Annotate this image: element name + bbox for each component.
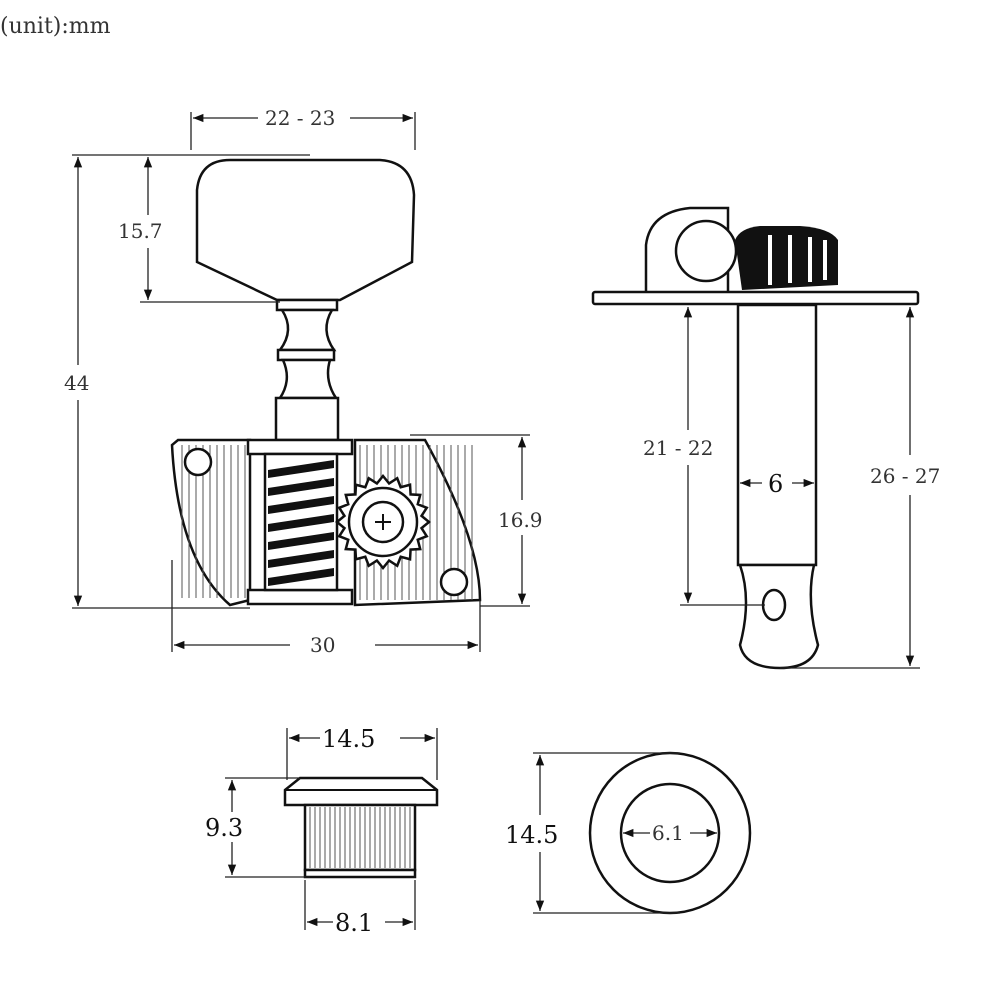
tuner-post bbox=[736, 303, 818, 567]
tuner-front-view: 22 - 23 15.7 44 16.9 30 bbox=[64, 106, 543, 657]
bushing-view: 14.5 9.3 8.1 bbox=[205, 725, 439, 937]
knob-width-label: 22 - 23 bbox=[265, 106, 335, 130]
washer-inner-diameter-label: 6.1 bbox=[652, 821, 684, 845]
housing-width-label: 30 bbox=[310, 633, 335, 657]
washer-inner bbox=[619, 782, 721, 884]
knob-height-label: 15.7 bbox=[118, 219, 163, 243]
washer-outer-diameter-label: 14.5 bbox=[505, 821, 558, 849]
housing-height-label: 16.9 bbox=[498, 508, 543, 532]
side-plate bbox=[591, 290, 920, 306]
total-height-label: 44 bbox=[64, 371, 89, 395]
mounting-hole bbox=[439, 567, 469, 597]
bushing-flange bbox=[283, 776, 439, 807]
washer-view: 14.5 6.1 bbox=[505, 751, 752, 915]
tuner-side-view: 21 - 22 6 26 - 27 bbox=[591, 206, 940, 670]
side-worm-gear bbox=[735, 226, 838, 290]
knob-collar bbox=[275, 298, 339, 312]
bushing-body-diameter-label: 8.1 bbox=[335, 909, 373, 937]
post-length-label: 21 - 22 bbox=[643, 436, 713, 460]
post-total-label: 26 - 27 bbox=[870, 464, 940, 488]
tuner-shaft bbox=[274, 396, 340, 442]
post-diameter-label: 6 bbox=[768, 470, 783, 498]
mounting-hole bbox=[183, 447, 213, 477]
bushing-height-label: 9.3 bbox=[205, 814, 243, 842]
string-hole bbox=[761, 588, 787, 622]
unit-label: (unit):mm bbox=[0, 14, 111, 39]
tuner-knob bbox=[195, 158, 416, 302]
bushing-flange-diameter-label: 14.5 bbox=[322, 725, 375, 753]
